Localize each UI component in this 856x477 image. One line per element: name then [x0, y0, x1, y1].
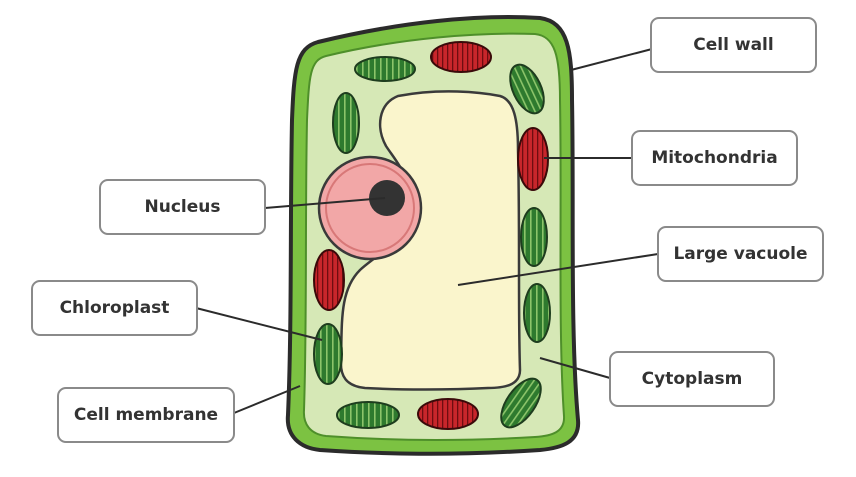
- leader-line-chloroplast: [195, 307, 323, 341]
- label-chloroplast: Chloroplast: [31, 280, 198, 336]
- chloroplast: [520, 207, 548, 267]
- chloroplast: [523, 283, 551, 343]
- mitochondrion: [313, 249, 345, 311]
- leader-line-cell-membrane: [233, 385, 301, 414]
- nucleus-membrane: [325, 163, 415, 253]
- chloroplast: [509, 63, 545, 115]
- chloroplast: [354, 56, 416, 82]
- leader-line-cell-wall: [570, 48, 653, 71]
- label-cytoplasm: Cytoplasm: [609, 351, 775, 407]
- mitochondrion: [517, 127, 549, 191]
- chloroplast: [336, 401, 400, 429]
- leader-line-nucleus: [264, 197, 386, 209]
- chloroplast: [313, 323, 343, 385]
- nucleus: [317, 155, 423, 261]
- label-nucleus: Nucleus: [99, 179, 266, 235]
- leader-line-cytoplasm: [539, 357, 611, 379]
- leader-line-large-vacuole: [457, 253, 659, 286]
- label-cell-wall: Cell wall: [650, 17, 817, 73]
- label-large-vacuole: Large vacuole: [657, 226, 824, 282]
- mitochondrion: [417, 398, 479, 430]
- label-cell-membrane: Cell membrane: [57, 387, 235, 443]
- label-mitochondria: Mitochondria: [631, 130, 798, 186]
- chloroplast: [332, 92, 360, 154]
- mitochondrion: [430, 41, 492, 73]
- nucleolus: [369, 180, 405, 216]
- chloroplast: [500, 377, 542, 429]
